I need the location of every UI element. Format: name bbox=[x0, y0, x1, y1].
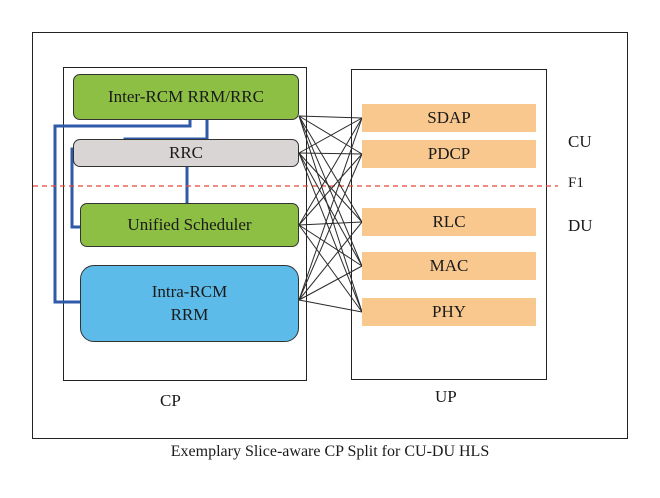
inter-rcm-rrm-rrc-block: Inter-RCM RRM/RRC bbox=[73, 74, 299, 120]
up-label: UP bbox=[435, 387, 457, 406]
cp-label: CP bbox=[160, 391, 181, 410]
intra-rcm-label-line1: Intra-RCM bbox=[151, 282, 228, 302]
intra-rcm-rrm-block: Intra-RCM RRM bbox=[80, 265, 299, 342]
rrc-label: RRC bbox=[168, 142, 204, 162]
scheduler-label: Unified Scheduler bbox=[127, 214, 252, 234]
cp-up-mesh bbox=[298, 115, 363, 313]
rlc-block: RLC bbox=[362, 208, 536, 236]
sdap-block: SDAP bbox=[362, 104, 536, 132]
sdap-label: SDAP bbox=[427, 107, 471, 127]
unified-scheduler-block: Unified Scheduler bbox=[80, 203, 299, 247]
cp-container bbox=[63, 67, 307, 381]
figure-caption: Exemplary Slice-aware CP Split for CU-DU… bbox=[170, 443, 490, 460]
rlc-label: RLC bbox=[432, 211, 466, 231]
intra-rcm-label-line2: RRM bbox=[170, 304, 209, 324]
mac-label: MAC bbox=[429, 255, 469, 275]
inter-rcm-label: Inter-RCM RRM/RRC bbox=[108, 86, 264, 106]
mac-block: MAC bbox=[362, 252, 536, 280]
rrc-block: RRC bbox=[73, 139, 299, 167]
f1-label: F1 bbox=[568, 175, 584, 191]
du-label: DU bbox=[568, 216, 593, 235]
phy-block: PHY bbox=[362, 298, 536, 326]
figure-frame bbox=[32, 32, 628, 439]
pdcp-label: PDCP bbox=[427, 143, 471, 163]
pdcp-block: PDCP bbox=[362, 140, 536, 168]
up-container bbox=[351, 69, 547, 380]
phy-label: PHY bbox=[431, 301, 466, 321]
cu-label: CU bbox=[568, 132, 592, 151]
control-link-outer bbox=[53, 120, 192, 304]
